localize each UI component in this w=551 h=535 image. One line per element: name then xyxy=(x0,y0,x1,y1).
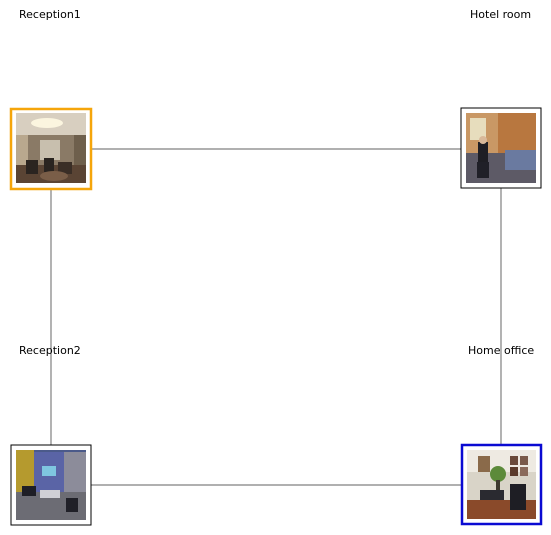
node-home-office[interactable]: Home office xyxy=(460,344,543,526)
node-label-hotel-room: Hotel room xyxy=(470,8,531,21)
node-label-reception1: Reception1 xyxy=(19,8,81,21)
node-reception1[interactable]: Reception1 xyxy=(9,8,93,191)
thumbnail-hotel-room xyxy=(466,113,536,183)
node-label-home-office: Home office xyxy=(468,344,534,357)
node-label-reception2: Reception2 xyxy=(19,344,81,357)
node-reception2[interactable]: Reception2 xyxy=(10,344,92,526)
edges-layer xyxy=(50,148,502,486)
thumbnail-reception2 xyxy=(16,450,86,520)
node-hotel-room[interactable]: Hotel room xyxy=(460,8,542,189)
thumbnail-home-office xyxy=(467,450,536,519)
thumbnail-reception1 xyxy=(16,113,86,183)
